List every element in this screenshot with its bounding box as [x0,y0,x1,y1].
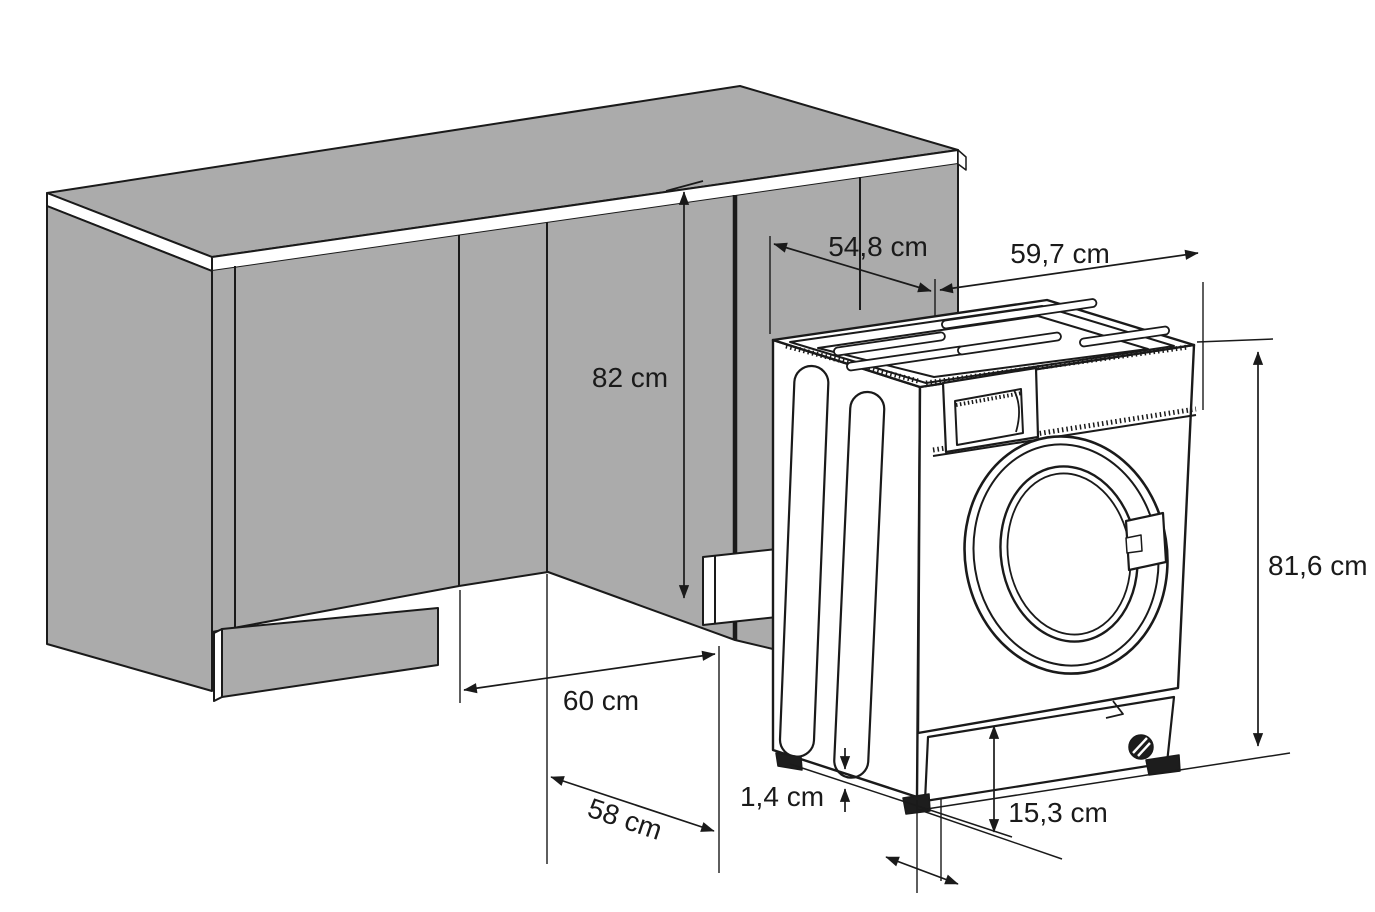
filter-knob [1128,734,1154,760]
kitchen-cabinet [46,85,967,702]
dim-597-line [939,249,1199,294]
dimension-machine-depth [939,249,1204,410]
dim-58-line [550,776,715,832]
dim-816-ext-top [1196,338,1274,343]
cabinet-front [212,164,958,648]
machine-foot-front-right [1145,754,1181,776]
label-niche-depth: 54,8 cm [828,231,928,262]
niche-floor-edge [458,571,774,650]
dimension-niche-depth [769,236,936,334]
label-machine-depth: 59,7 cm [1010,238,1110,269]
filter-knob-stripe [1132,737,1148,754]
floor-line-front [919,752,1291,811]
base-offset-cross-arrow [885,856,959,885]
label-base-offset: 1,4 cm [740,781,824,812]
door-handle-notch [1125,534,1143,554]
vent-slot [1079,325,1170,348]
floor-line-forward [916,808,1063,860]
dimension-niche-height [665,180,704,599]
vent-slot [833,331,946,357]
machine-side-panel [771,338,922,799]
dimension-annotations [459,180,1291,893]
drawer-recess-curve [1013,389,1020,433]
dimension-machine-height [919,338,1291,811]
side-groove [833,390,886,779]
dimension-niche-width [459,590,716,703]
dim-60-line [463,650,716,694]
dimension-floor-depth [546,574,720,873]
filter-knob-stripe [1137,742,1151,757]
cabinet-front-bottom-edge [211,585,460,633]
dimension-plinth-height [916,725,1063,860]
control-band-hatch [932,406,1197,453]
label-machine-height: 81,6 cm [1268,550,1368,581]
vent-slot [941,298,1098,330]
label-floor-depth: 58 cm [584,792,666,846]
washing-machine [771,298,1197,815]
floor-line-left [789,763,1013,838]
label-niche-width: 60 cm [563,685,639,716]
label-niche-height: 82 cm [592,362,668,393]
dim-548-line [773,242,932,293]
cabinet-left-side [46,205,213,692]
door-handle [1124,511,1168,572]
kick-notch [1105,700,1124,719]
label-plinth-height: 15,3 cm [1008,797,1108,828]
door [963,435,1169,675]
plinth-return [213,628,223,702]
dimension-base-offset [789,748,1013,893]
countertop-edge-endcap [957,149,967,171]
vent-slot [957,331,1062,356]
dim-82-top-tick [665,180,704,192]
cabinet-plinth [221,607,439,698]
top-vent-panel-inner [817,315,1149,378]
